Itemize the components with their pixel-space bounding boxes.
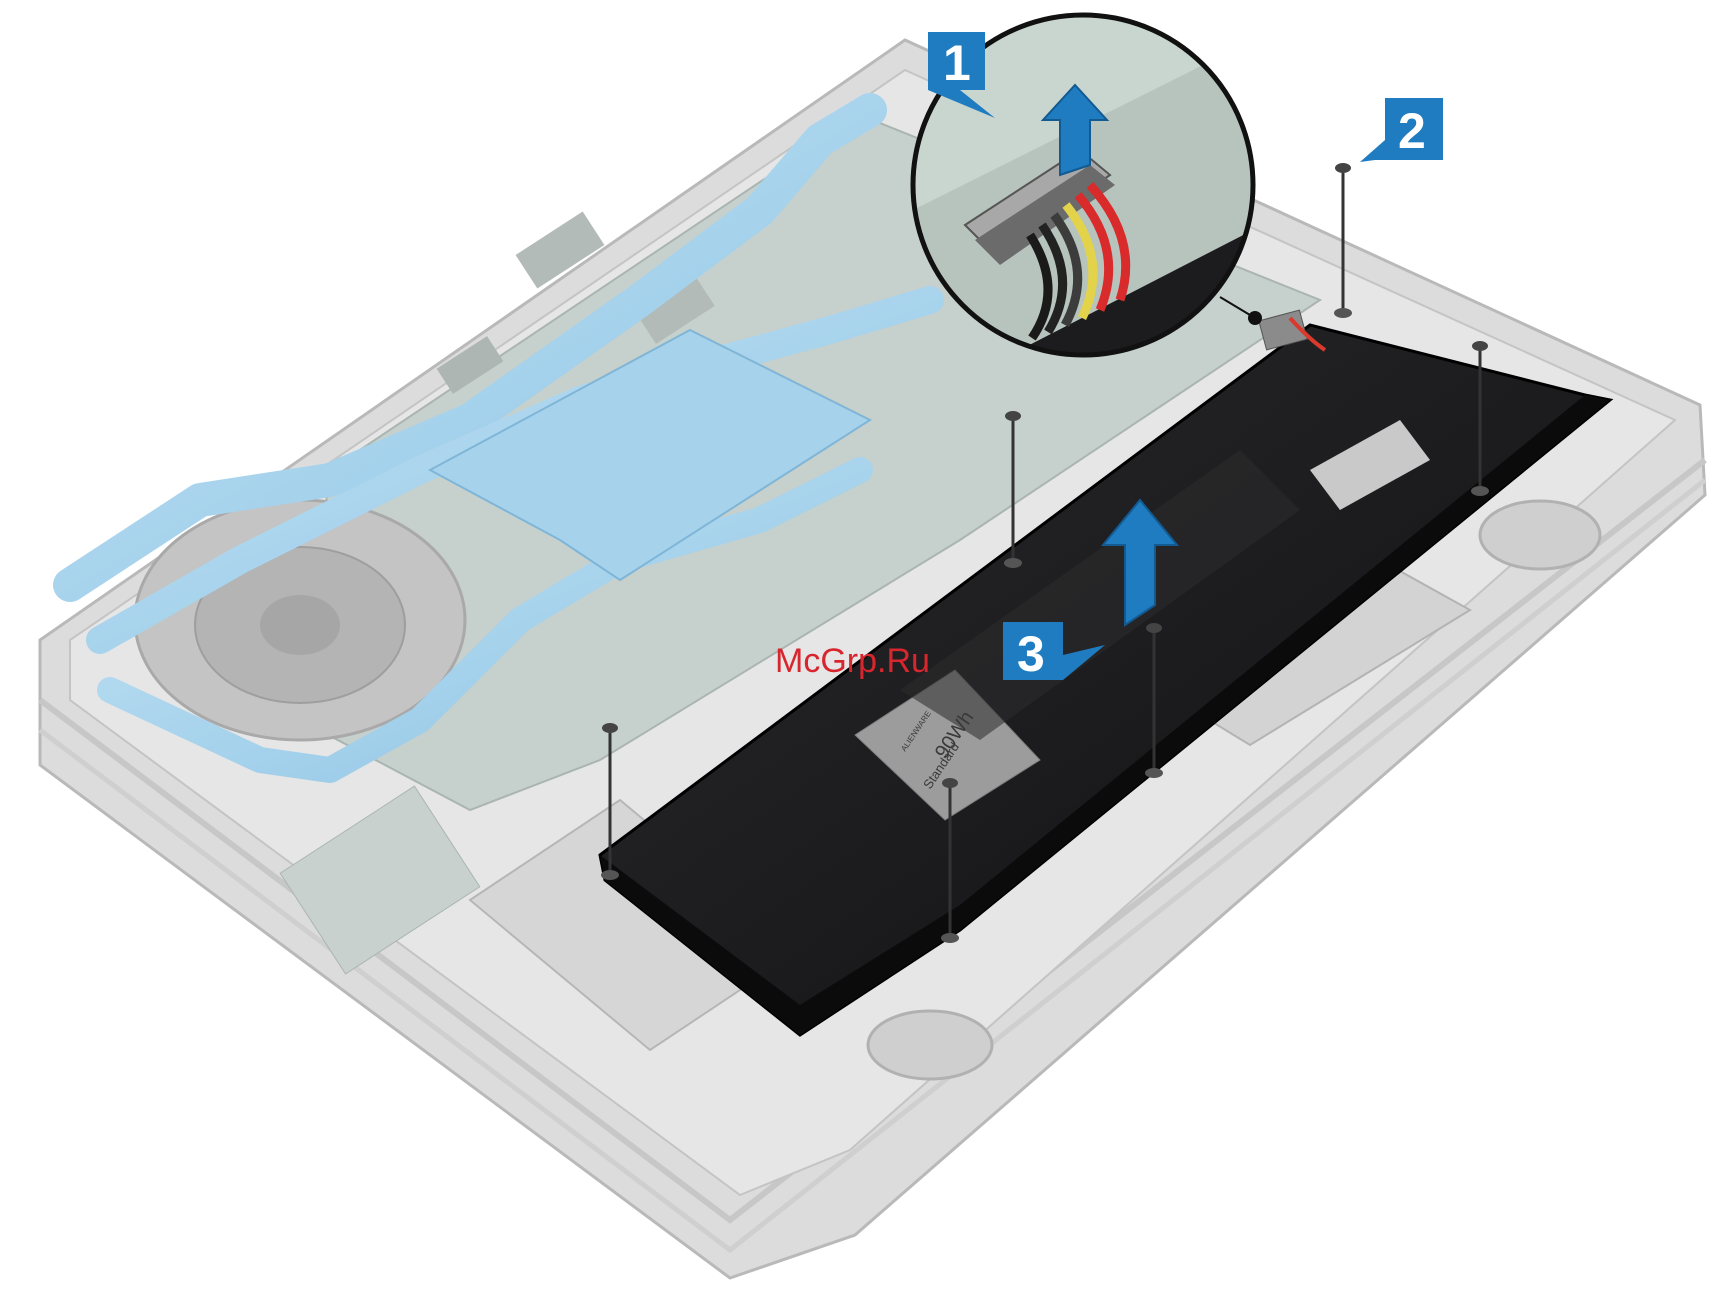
watermark-text: McGrp.Ru — [775, 642, 930, 680]
callout-2: 2 — [1360, 98, 1443, 162]
callout-1-number: 1 — [943, 35, 971, 91]
callout-2-number: 2 — [1398, 103, 1426, 159]
callout-3-number: 3 — [1017, 626, 1045, 682]
